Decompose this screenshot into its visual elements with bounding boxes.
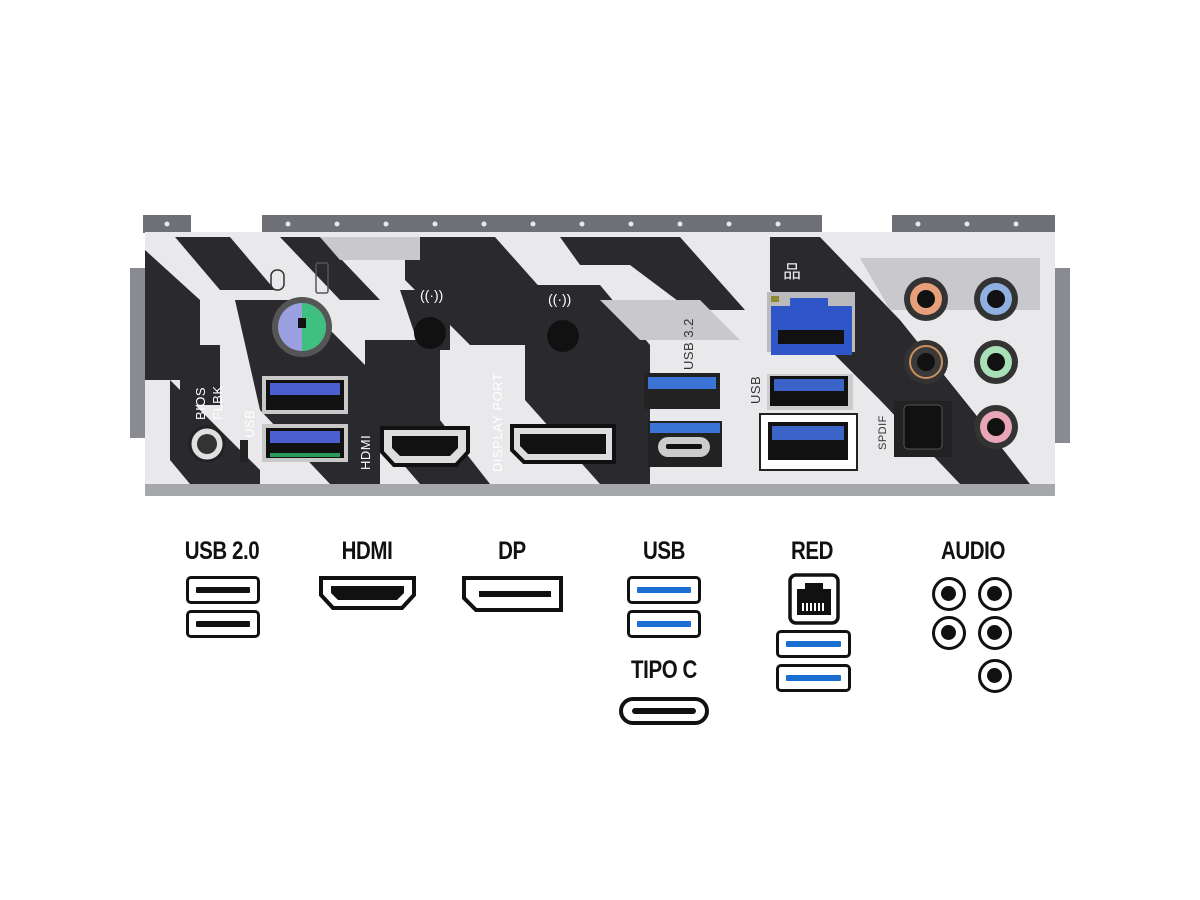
- shield-side-left: [130, 268, 145, 438]
- hdmi-port: [380, 426, 470, 467]
- audio-jack-icon: [978, 616, 1012, 650]
- ethernet-icon: [788, 573, 840, 625]
- label-spdif: SPDIF: [877, 415, 889, 450]
- mouse-icon: [270, 269, 285, 291]
- shield-side-right: [1055, 268, 1070, 443]
- ps2-port: [272, 297, 332, 357]
- usb32-port: [644, 373, 720, 409]
- wifi-antenna-connector: [547, 320, 579, 352]
- legend-audio-title: AUDIO: [940, 537, 1006, 565]
- keyboard-icon: [315, 262, 329, 294]
- audio-jacks: [904, 277, 1018, 449]
- audio-jack-icon: [978, 577, 1012, 611]
- shield-tab: [262, 215, 822, 233]
- usb3-icon: [776, 630, 851, 658]
- usb-port: [767, 374, 853, 410]
- ethernet-port: [767, 292, 855, 355]
- hdmi-icon: [319, 576, 416, 610]
- usb-port: [262, 424, 348, 462]
- audio-jack-icon: [978, 659, 1012, 693]
- shield-tab: [892, 215, 1055, 233]
- usb-c-icon: [619, 697, 709, 725]
- network-icon: 品: [783, 262, 801, 282]
- usb20-icon: [186, 576, 260, 604]
- usb-port: [759, 413, 858, 471]
- usb-c-port: [648, 421, 722, 467]
- wifi-antenna-icon: ((·)): [420, 287, 443, 303]
- bios-flashback-led: [240, 440, 248, 462]
- usb-port: [262, 376, 348, 414]
- label-flbk: FLBK: [210, 385, 225, 420]
- label-bios: BIOS: [193, 386, 208, 420]
- usb3-icon: [627, 610, 701, 638]
- wifi-antenna-icon: ((·)): [548, 291, 571, 307]
- wifi-antenna-connector: [414, 317, 446, 349]
- label-display-port: DISPLAY PORT: [490, 372, 505, 472]
- label-usb: USB: [748, 375, 763, 404]
- displayport-icon: [462, 576, 563, 612]
- legend-usb-title: USB: [642, 537, 686, 565]
- legend-dp-title: DP: [498, 537, 526, 565]
- label-usb-flashback: USB: [242, 409, 257, 438]
- audio-jack-icon: [932, 577, 966, 611]
- legend-tipo-c-title: TIPO C: [631, 656, 697, 684]
- label-usb32: USB 3.2: [681, 318, 696, 370]
- legend-red-title: RED: [790, 537, 834, 565]
- usb3-icon: [627, 576, 701, 604]
- io-shield: ((·)) ((·)): [130, 215, 1070, 496]
- audio-jack-icon: [932, 616, 966, 650]
- usb3-icon: [776, 664, 851, 692]
- label-hdmi: HDMI: [358, 434, 373, 470]
- displayport-port: [510, 424, 616, 464]
- spdif-port: [894, 401, 952, 457]
- legend-usb20-title: USB 2.0: [184, 537, 260, 565]
- usb20-icon: [186, 610, 260, 638]
- legend-hdmi-title: HDMI: [341, 537, 393, 565]
